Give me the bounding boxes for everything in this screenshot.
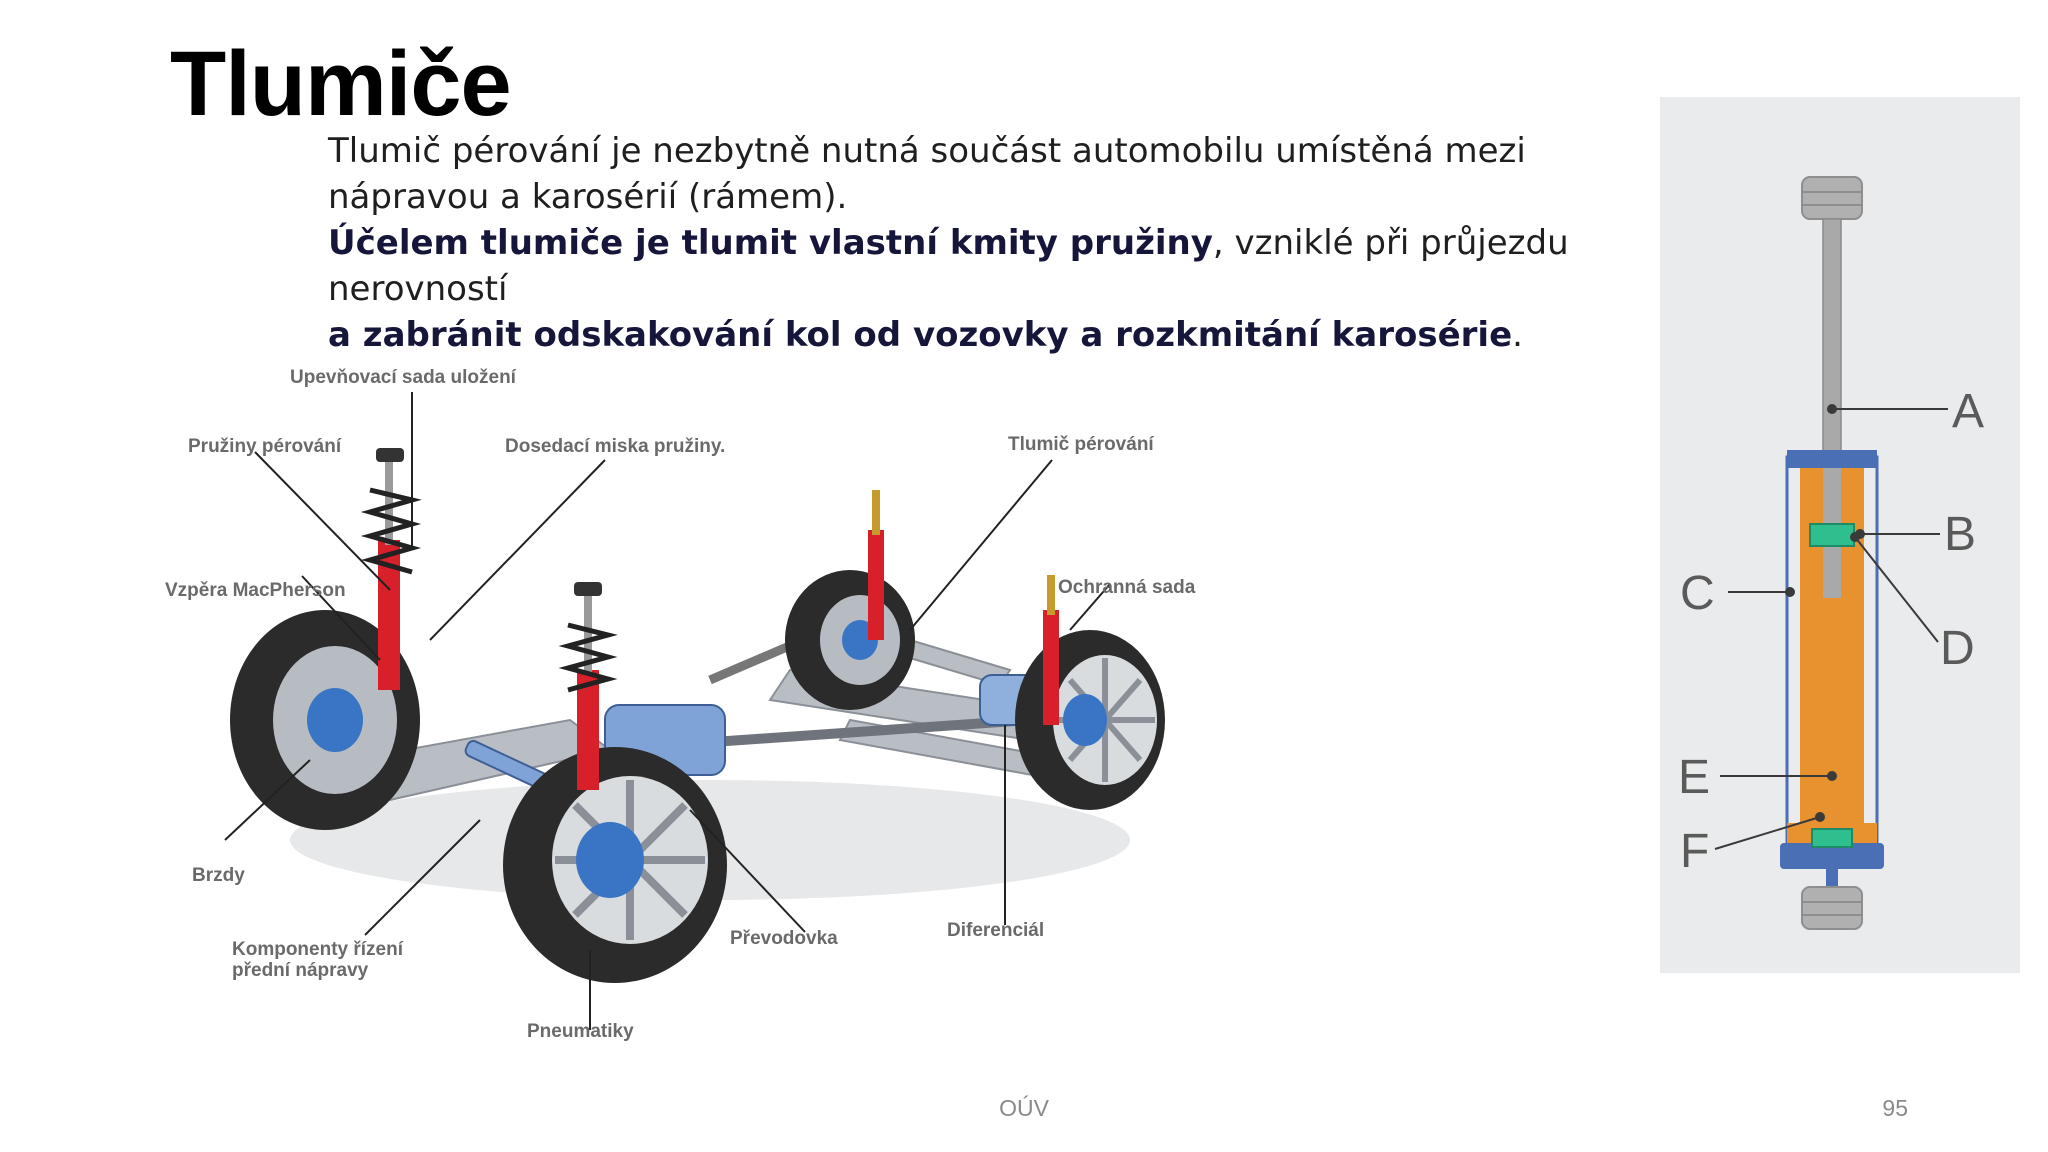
shock-label-a: A [1952,385,1984,438]
label-damper: Tlumič pérování [1008,434,1154,455]
top-cap [1787,450,1877,468]
leader-lines [224,392,1111,1030]
bottom-mount [1801,886,1863,930]
intro-paragraph-1: Tlumič pérování je nezbytně nutná součás… [328,131,1526,217]
rear-right-wheel [1015,630,1165,810]
label-springs: Pružiny pérování [188,436,342,457]
shock-label-b: B [1944,508,1976,561]
bottom-valve [1811,828,1853,848]
label-protection-kit: Ochranná sada [1058,577,1196,598]
shock-label-f: F [1680,825,1709,878]
top-mount [1801,176,1863,220]
purpose-lead: Účelem tlumiče je [328,223,682,263]
front-left-strut [360,448,422,690]
label-steering-2: přední nápravy [232,960,369,981]
label-steering-1: Komponenty řízení [232,939,404,960]
label-spring-seat: Dosedací miska pružiny. [505,436,725,457]
front-left-wheel [230,610,420,830]
purpose-damping: tlumit vlastní kmity pružiny [681,223,1213,263]
footer-text: OÚV [999,1095,1049,1121]
label-tyres: Pneumatiky [527,1021,634,1042]
drive-shaft [669,715,1031,750]
rear-right-damper [1043,575,1059,725]
page-number: 95 [1882,1095,1908,1121]
car-suspension-diagram: Upevňovací sada uložení Pružiny pérování… [165,367,1196,1042]
shock-absorber-cross-section: A B C D E F [1660,97,2020,973]
intro-text: Tlumič pérování je nezbytně nutná součás… [328,128,1628,358]
shock-leader-lines [1714,404,1948,850]
slide-title: Tlumiče [170,33,512,135]
intro-paragraph-2: Účelem tlumiče je tlumit vlastní kmity p… [328,220,1628,358]
front-right-wheel [503,747,727,983]
purpose-end: . [1512,315,1523,355]
shock-label-d: D [1940,622,1975,675]
label-gearbox: Převodovka [730,928,838,949]
shock-label-e: E [1678,751,1710,804]
rear-left-wheel [785,570,915,710]
label-mount-kit: Upevňovací sada uložení [290,367,517,388]
rear-left-damper [868,490,884,640]
label-differential: Diferenciál [947,920,1044,941]
bottom-stem [1826,857,1838,887]
piston-valve [1809,523,1855,547]
purpose-context: , vzniklé při průjezdu nerovností [328,223,1569,309]
shock-label-c: C [1680,567,1715,620]
label-macpherson: Vzpěra MacPherson [165,580,346,601]
purpose-bounce: a zabránit odskakování kol od vozovky a … [328,315,1513,355]
bottom-cap [1780,843,1884,869]
front-right-strut [558,582,618,790]
label-brakes: Brzdy [192,865,245,886]
